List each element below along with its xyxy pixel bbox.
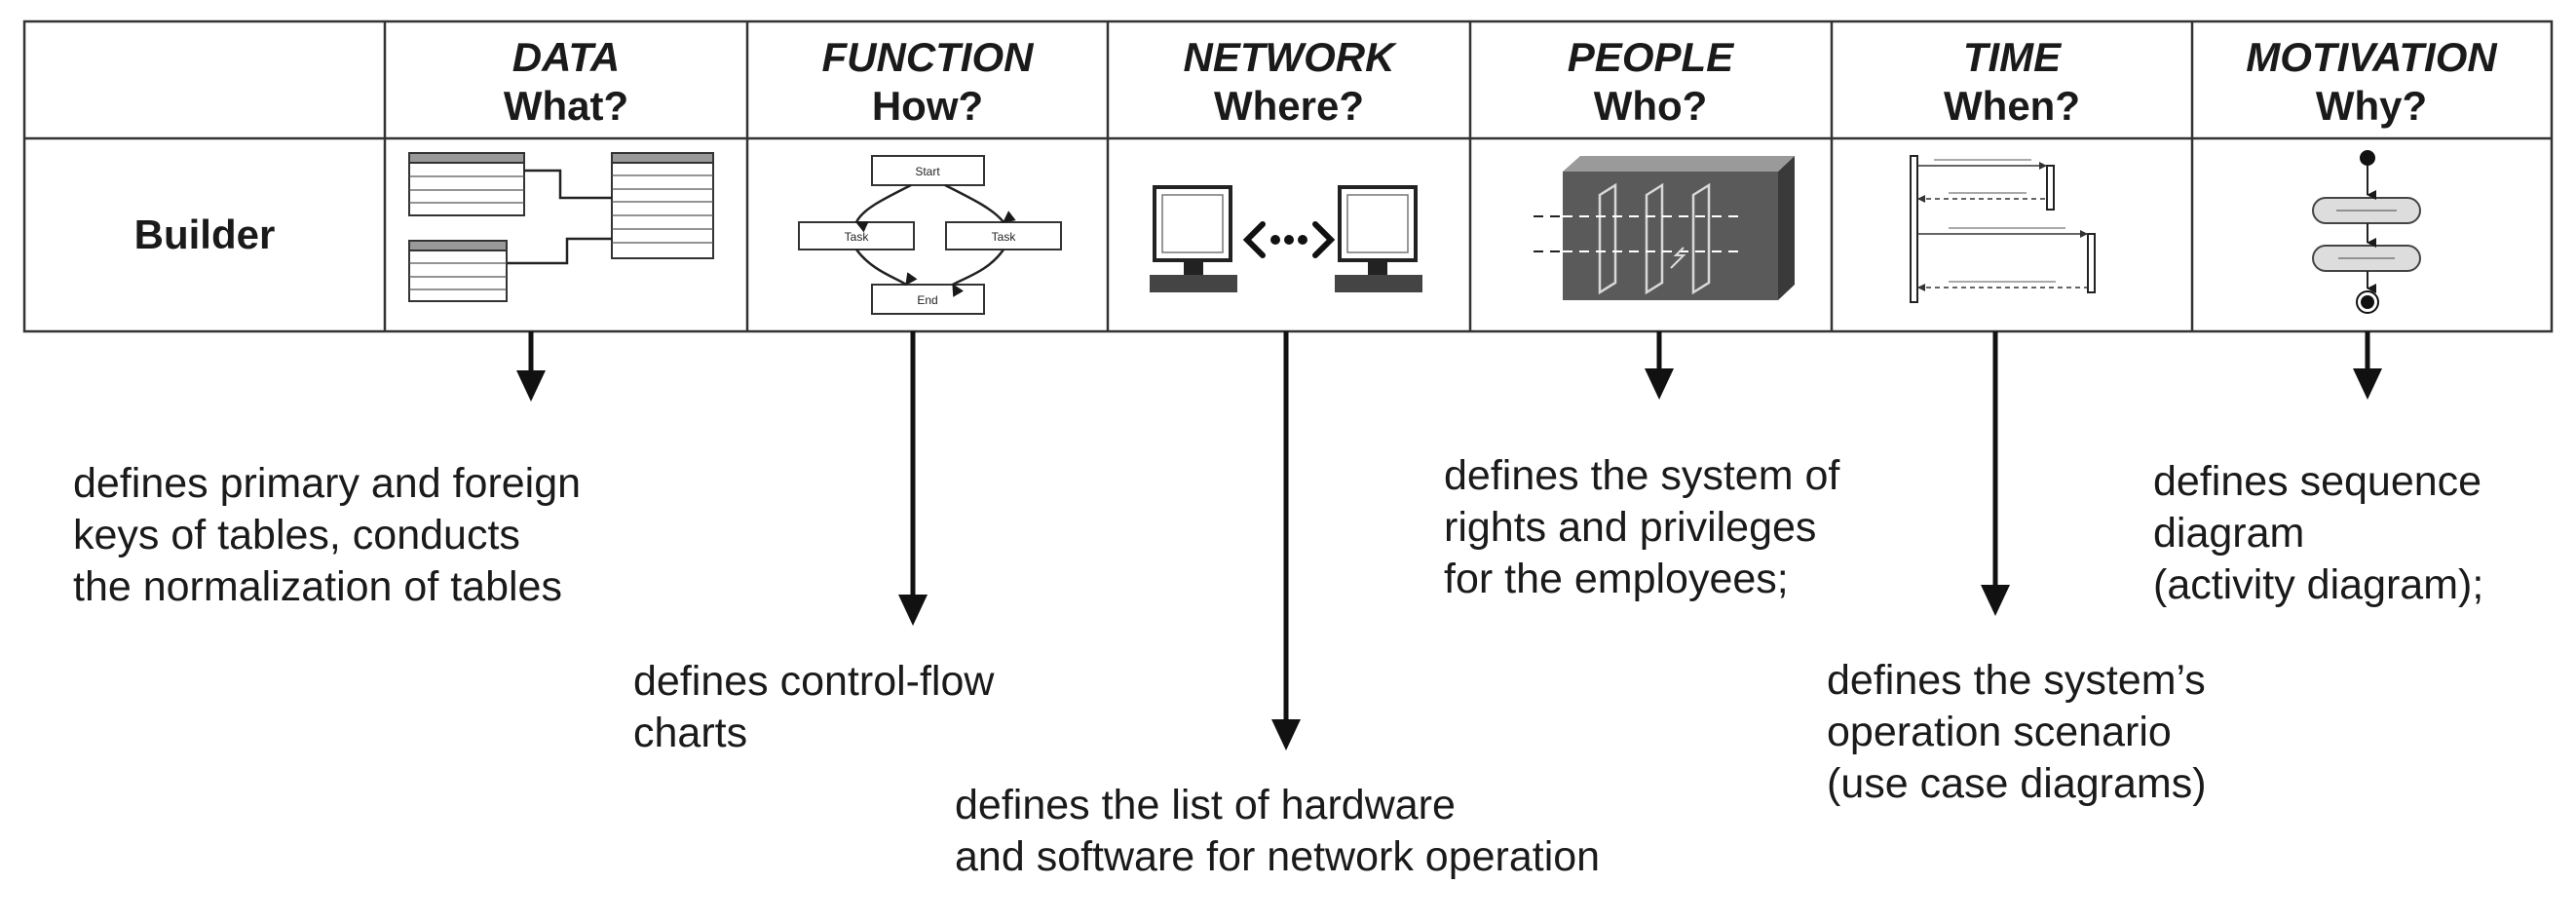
flowchart-thumbnail: Start Task Task End <box>798 155 1062 315</box>
header-people-title: PEOPLE <box>1568 34 1735 80</box>
arrow-down-icon <box>1271 331 1301 750</box>
description-time-line: operation scenario <box>1827 709 2172 755</box>
header-network-question: Where? <box>1214 83 1364 129</box>
description-time-line: defines the system’s <box>1827 657 2206 704</box>
arrow-down-icon <box>1645 331 1674 400</box>
description-data-line: the normalization of tables <box>73 563 562 610</box>
description-network: defines the list of hardware and softwar… <box>955 780 1600 883</box>
row-label-builder: Builder <box>134 212 276 257</box>
arrow-down-icon <box>1981 331 2010 616</box>
description-function-line: defines control-flow <box>633 658 995 705</box>
description-motivation: defines sequence diagram (activity diagr… <box>2153 456 2483 611</box>
description-people-line: for the employees; <box>1444 556 1789 602</box>
description-function: defines control-flow charts <box>633 656 994 759</box>
bidirectional-arrow-icon <box>1242 221 1336 258</box>
header-time-question: When? <box>1944 83 2080 129</box>
arrow-down-icon <box>516 331 546 402</box>
header-motivation-question: Why? <box>2316 83 2427 129</box>
description-function-line: charts <box>633 710 748 756</box>
header-time-title: TIME <box>1963 34 2063 80</box>
sequence-diagram-thumbnail <box>1910 155 2096 303</box>
description-people-line: rights and privileges <box>1444 504 1817 551</box>
header-data-title: DATA <box>512 34 620 80</box>
header-motivation-title: MOTIVATION <box>2246 34 2498 80</box>
connector-arrows <box>516 331 2382 750</box>
network-thumbnail <box>1150 185 1422 292</box>
er-diagram-thumbnail <box>408 152 714 302</box>
description-network-line: defines the list of hardware <box>955 782 1456 828</box>
flow-task-left-label: Task <box>845 230 870 244</box>
computer-icon <box>1335 185 1422 292</box>
header-people-question: Who? <box>1594 83 1708 129</box>
description-time: defines the system’s operation scenario … <box>1827 655 2207 810</box>
arrow-down-icon <box>898 331 928 626</box>
flow-start-label: Start <box>915 165 940 178</box>
header-function-title: FUNCTION <box>822 34 1036 80</box>
arrow-down-icon <box>2353 331 2382 400</box>
description-time-line: (use case diagrams) <box>1827 760 2207 807</box>
description-people-line: defines the system of <box>1444 452 1840 499</box>
people-box-thumbnail <box>1534 156 1795 300</box>
description-data-line: keys of tables, conducts <box>73 512 520 558</box>
header-data-question: What? <box>504 83 628 129</box>
column-headers: DATA What? FUNCTION How? NETWORK Where? … <box>504 34 2499 129</box>
description-motivation-line: (activity diagram); <box>2153 561 2484 608</box>
description-data-line: defines primary and foreign <box>73 460 582 507</box>
description-motivation-line: diagram <box>2153 510 2305 557</box>
description-data: defines primary and foreign keys of tabl… <box>73 458 581 613</box>
header-function-question: How? <box>872 83 983 129</box>
computer-icon <box>1150 185 1237 292</box>
description-motivation-line: defines sequence <box>2153 458 2482 505</box>
activity-diagram-thumbnail <box>2312 150 2421 314</box>
flow-task-right-label: Task <box>992 230 1017 244</box>
description-people: defines the system of rights and privile… <box>1444 450 1839 605</box>
description-network-line: and software for network operation <box>955 833 1601 880</box>
flow-end-label: End <box>917 293 937 307</box>
header-network-title: NETWORK <box>1184 34 1398 80</box>
